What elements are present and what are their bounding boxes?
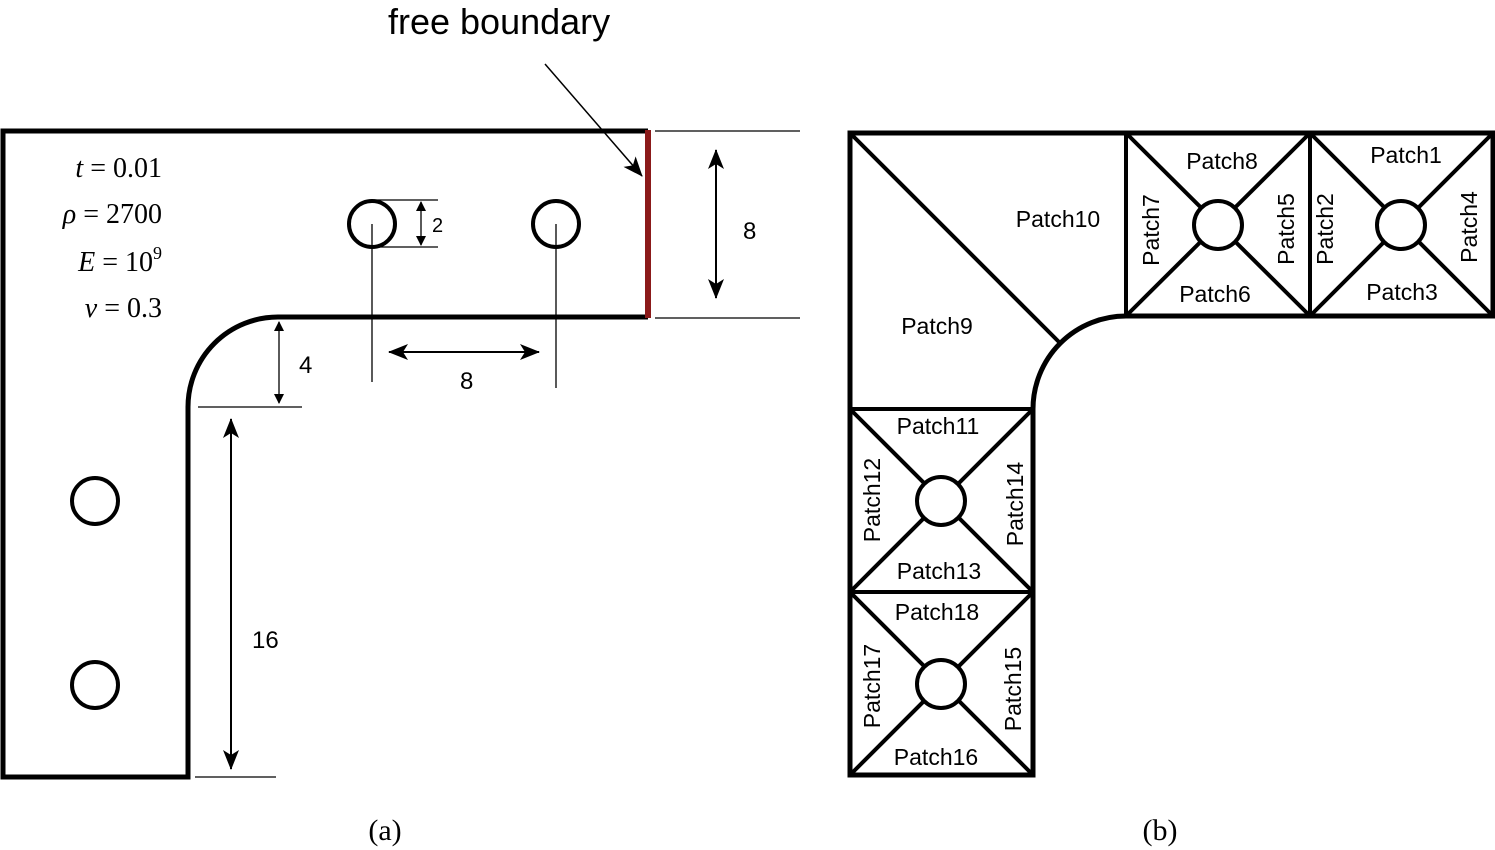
param-density: ρ = 2700 (62, 199, 162, 230)
hole (70, 660, 120, 710)
annotation-arrow (544, 63, 643, 177)
hole-diameter-label: 2 (432, 215, 443, 237)
hole (70, 476, 120, 526)
patch-label: Patch18 (895, 599, 979, 625)
patch-label: Patch3 (1366, 279, 1438, 305)
patch-label: Patch10 (1016, 206, 1100, 232)
mesh-outline (847, 130, 1495, 778)
patch-label: Patch13 (897, 558, 981, 584)
patch-label: Patch8 (1186, 148, 1258, 174)
param-thickness: t = 0.01 (75, 153, 162, 184)
patch-label: Patch7 (1138, 194, 1164, 266)
hole (915, 658, 967, 710)
patch-labels: Patch1 Patch2 Patch3 Patch4 Patch5 Patch… (859, 142, 1482, 770)
arm-height-label: 8 (743, 218, 756, 245)
hole (1192, 199, 1244, 251)
param-poisson-ratio: ν = 0.3 (85, 293, 162, 324)
patch-label: Patch17 (859, 644, 885, 728)
patch-label: Patch9 (901, 313, 973, 339)
patch-label: Patch15 (1000, 647, 1026, 731)
patch-label: Patch12 (859, 458, 885, 542)
patch-label: Patch2 (1312, 193, 1338, 265)
hole (1375, 199, 1427, 251)
caption-a: (a) (368, 814, 401, 847)
patch-label: Patch11 (897, 413, 980, 439)
panel-a: 2 8 8 4 16 free boundary t = 0.01 ρ = 27… (0, 1, 800, 847)
leg-length-label: 16 (252, 627, 279, 654)
patch-label: Patch16 (894, 744, 978, 770)
patch-label: Patch5 (1273, 193, 1299, 265)
patch-label: Patch4 (1456, 191, 1482, 263)
bracket-outline (0, 128, 648, 780)
fillet-radius-label: 4 (299, 352, 312, 379)
param-youngs-modulus: E = 109 (77, 243, 162, 278)
caption-b: (b) (1143, 814, 1178, 847)
panel-b (847, 130, 1495, 778)
patch-label: Patch14 (1002, 462, 1028, 547)
hole-spacing-label: 8 (460, 368, 473, 395)
hole (915, 475, 967, 527)
free-boundary-annotation: free boundary (388, 1, 610, 42)
patch-label: Patch1 (1370, 142, 1442, 168)
patch-label: Patch6 (1179, 281, 1251, 307)
